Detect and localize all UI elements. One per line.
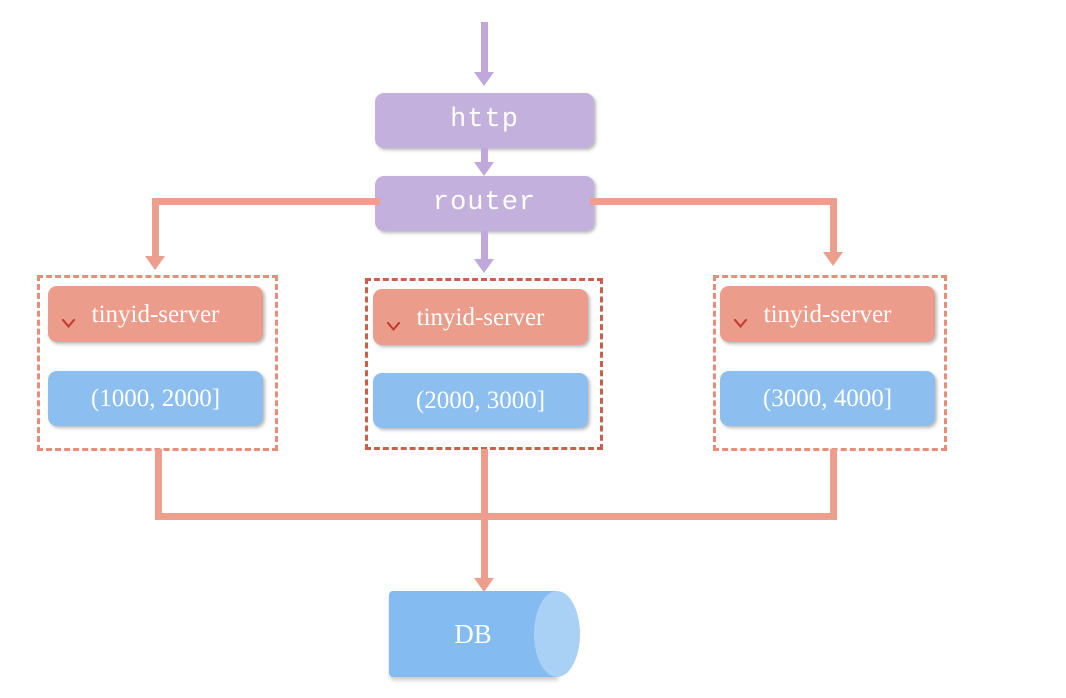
node-tinyid-server-1-label: tinyid-server bbox=[91, 300, 220, 328]
chevron-down-icon-2 bbox=[387, 322, 400, 331]
connector-server-1-to-db-vertical bbox=[155, 449, 162, 520]
node-segment-1[interactable]: (1000, 2000] bbox=[48, 371, 263, 426]
arrow-down-icon-entry-to-http bbox=[474, 72, 494, 86]
chevron-down-icon-3 bbox=[734, 319, 747, 328]
db-cylinder-cap bbox=[534, 591, 580, 677]
arrow-down-icon-http-to-router bbox=[474, 162, 494, 176]
arrow-down-icon-router-to-server-1 bbox=[145, 256, 165, 270]
connector-router-to-server-3-horizontal bbox=[590, 198, 837, 205]
node-segment-1-label: (1000, 2000] bbox=[90, 385, 221, 412]
connector-server-3-to-db-horizontal bbox=[481, 513, 837, 520]
server-group-2-frame bbox=[365, 278, 603, 450]
node-http-label: http bbox=[450, 105, 519, 135]
node-db-label: DB bbox=[454, 618, 492, 649]
node-segment-2[interactable]: (2000, 3000] bbox=[373, 373, 588, 428]
node-segment-2-label: (2000, 3000] bbox=[415, 387, 546, 414]
node-router-label: router bbox=[432, 188, 537, 218]
node-tinyid-server-3[interactable]: tinyid-server bbox=[720, 286, 935, 342]
connector-router-to-server-1-horizontal bbox=[152, 198, 380, 205]
connector-http-to-router-line bbox=[481, 148, 488, 164]
node-tinyid-server-2[interactable]: tinyid-server bbox=[373, 289, 588, 345]
connector-router-to-server-2-vertical bbox=[481, 231, 488, 263]
connector-server-2-to-db-vertical bbox=[481, 449, 488, 582]
connector-entry-to-http-line bbox=[481, 22, 488, 74]
arrow-down-icon-router-to-server-3 bbox=[823, 252, 843, 266]
chevron-down-icon-1 bbox=[62, 319, 75, 328]
node-segment-3-label: (3000, 4000] bbox=[762, 385, 893, 412]
connector-server-3-to-db-vertical bbox=[830, 449, 837, 520]
connector-router-to-server-1-vertical bbox=[152, 198, 159, 260]
node-tinyid-server-1[interactable]: tinyid-server bbox=[48, 286, 263, 342]
arrow-down-icon-to-db bbox=[474, 578, 494, 592]
connector-router-to-server-3-vertical bbox=[830, 198, 837, 256]
node-http[interactable]: http bbox=[375, 93, 594, 148]
arrow-down-icon-router-to-server-2 bbox=[474, 259, 494, 273]
db-cylinder-body bbox=[389, 591, 557, 677]
node-db[interactable]: DB bbox=[389, 591, 580, 677]
node-router[interactable]: router bbox=[375, 176, 594, 231]
connector-server-1-to-db-horizontal bbox=[155, 513, 485, 520]
node-segment-3[interactable]: (3000, 4000] bbox=[720, 371, 935, 426]
node-tinyid-server-3-label: tinyid-server bbox=[763, 300, 892, 328]
node-tinyid-server-2-label: tinyid-server bbox=[416, 303, 545, 331]
